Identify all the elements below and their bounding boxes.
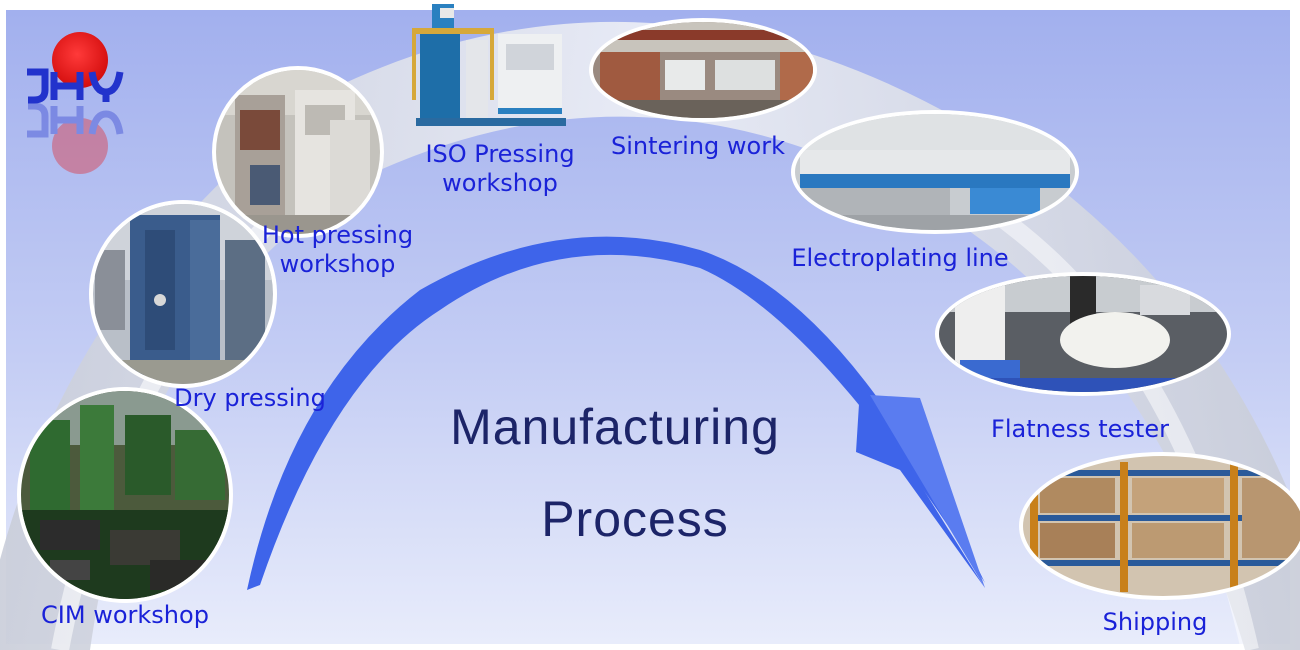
label-iso-pressing: ISO Pressing workshop xyxy=(425,140,575,197)
label-hot-pressing: Hot pressing workshop xyxy=(261,221,414,278)
label-electroplating: Electroplating line xyxy=(791,244,1009,272)
diagram-title-line2: Process xyxy=(541,491,729,547)
label-shipping: Shipping xyxy=(1102,608,1208,636)
label-cim-workshop: CIM workshop xyxy=(41,601,209,629)
jhy-logo xyxy=(27,32,124,174)
photo-shipping xyxy=(1019,452,1300,600)
photo-flatness-tester xyxy=(935,272,1231,396)
photo-cim-workshop xyxy=(17,387,233,603)
photo-electroplating xyxy=(791,110,1079,234)
label-dry-pressing: Dry pressing xyxy=(174,384,326,412)
label-sintering: Sintering work xyxy=(611,132,785,160)
label-flatness-tester: Flatness tester xyxy=(991,415,1169,443)
process-arrow xyxy=(247,236,985,590)
diagram-title-line1: Manufacturing xyxy=(450,399,780,455)
photo-iso-pressing xyxy=(412,4,566,126)
